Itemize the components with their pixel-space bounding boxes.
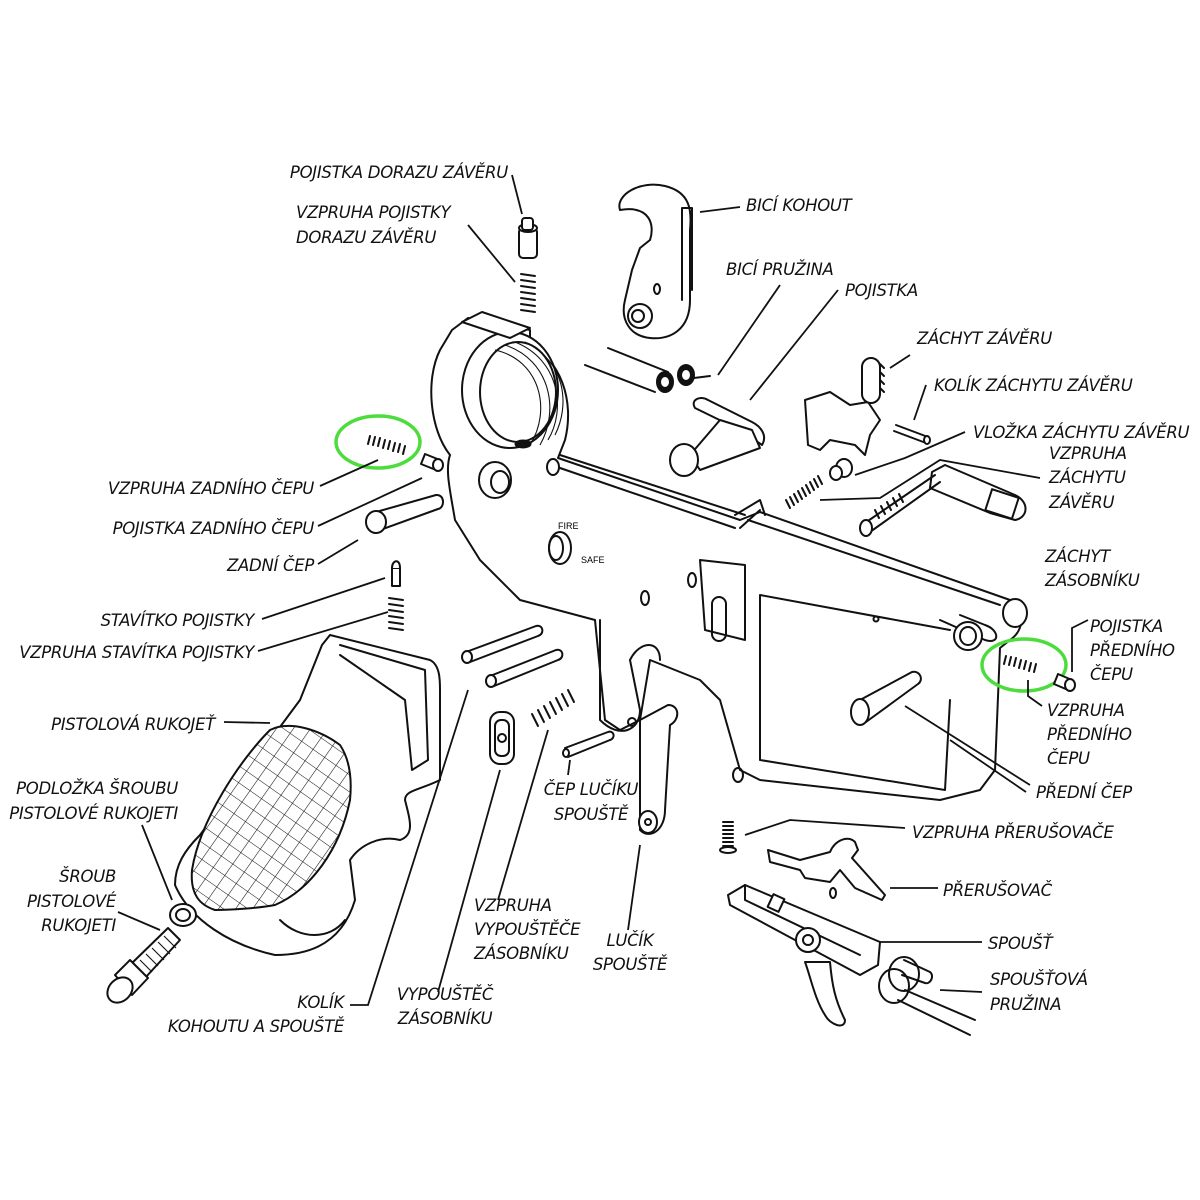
label-bolt-catch-spring-2: ZÁCHYTU: [1049, 468, 1126, 487]
magazine-release-spring: [531, 689, 575, 727]
label-magazine-catch-2: ZÁSOBNÍKU: [1045, 571, 1140, 590]
grip-screw: [106, 927, 181, 1004]
label-rear-takedown-detent: POJISTKA ZADNÍHO ČEPU: [112, 519, 315, 538]
label-front-pivot-detent-2: PŘEDNÍHO: [1090, 641, 1175, 660]
trigger-guard-pin: [562, 730, 615, 758]
bolt-catch-spring: [785, 475, 823, 509]
label-grip-screw-2: PISTOLOVÉ: [26, 892, 116, 911]
lower-receiver: [430, 311, 1028, 801]
label-front-pivot-detent-3: ČEPU: [1090, 665, 1133, 684]
label-selector-detent-spring: VZPRUHA STAVÍTKA POJISTKY: [19, 643, 254, 662]
label-mag-release-2: ZÁSOBNÍKU: [397, 1009, 493, 1028]
label-grip-screw-3: RUKOJETI: [41, 916, 116, 935]
safety-selector: [669, 397, 766, 477]
label-grip-screw-1: ŠROUB: [59, 867, 116, 886]
label-trigger-guard-pin-1: ČEP LUČÍKU: [543, 780, 639, 799]
label-front-pivot-detent-1: POJISTKA: [1090, 617, 1163, 636]
label-bolt-catch-spring-3: ZÁVĚRU: [1049, 493, 1115, 512]
label-pistol-grip: PISTOLOVÁ RUKOJEŤ: [51, 715, 215, 734]
magazine-catch: [859, 464, 1027, 537]
selector-detent: [391, 560, 401, 587]
label-front-pivot-spring-3: ČEPU: [1047, 749, 1090, 768]
label-bolt-catch-plunger-spring-1: VZPRUHA POJISTKY: [296, 203, 451, 222]
label-bolt-catch-plunger-spring-2: DORAZU ZÁVĚRU: [296, 228, 437, 247]
hammer: [618, 183, 693, 340]
disconnector: [767, 837, 886, 901]
label-trigger: SPOUŠŤ: [988, 934, 1053, 953]
trigger-guard: [638, 704, 679, 835]
label-mag-release-spring-2: VYPOUŠTĚČE: [474, 920, 581, 939]
label-safety-selector: POJISTKA: [845, 281, 918, 300]
leader-lines: [117, 174, 1089, 1006]
disconnector-spring: [719, 821, 737, 854]
label-mag-release-1: VYPOUŠTĚČ: [396, 985, 494, 1004]
label-hammer-trigger-pin-1: KOLÍK: [297, 993, 344, 1012]
highlight-rear-spring: [334, 414, 422, 470]
label-trigger-guard-1: LUČÍK: [606, 931, 654, 950]
front-pivot-pin: [850, 670, 922, 726]
label-selector-detent: STAVÍTKO POJISTKY: [100, 611, 255, 630]
trigger-spring: [878, 956, 976, 1036]
bolt-catch-plunger-spring: [520, 273, 536, 313]
front-pivot-detent-spring: [1003, 655, 1037, 673]
label-front-pivot-spring-1: VZPRUHA: [1047, 701, 1125, 720]
label-grip-screw-washer-2: PISTOLOVÉ RUKOJETI: [9, 804, 178, 823]
rear-takedown-pin: [365, 494, 444, 534]
bolt-catch-plunger: [518, 217, 538, 259]
label-rear-takedown-pin: ZADNÍ ČEP: [227, 556, 314, 575]
front-pivot-detent: [1053, 673, 1076, 692]
label-trigger-spring-1: SPOUŠŤOVÁ: [990, 970, 1088, 989]
label-bolt-catch-buffer: VLOŽKA ZÁCHYTU ZÁVĚRU: [973, 423, 1190, 442]
label-mag-release-spring-1: VZPRUHA: [474, 896, 552, 915]
label-bolt-catch-plunger: POJISTKA DORAZU ZÁVĚRU: [289, 163, 508, 182]
label-trigger-guard-pin-2: SPOUŠTĚ: [553, 805, 629, 824]
label-trigger-spring-2: PRUŽINA: [990, 995, 1062, 1014]
fire-marking: FIRE: [558, 521, 579, 531]
label-hammer-trigger-pin-2: KOHOUTU A SPOUŠTĚ: [167, 1017, 344, 1036]
label-bolt-catch-roll-pin: KOLÍK ZÁCHYTU ZÁVĚRU: [934, 376, 1133, 395]
rear-takedown-detent-spring: [367, 435, 406, 455]
hammer-trigger-pins: [461, 624, 564, 688]
magazine-release: [489, 711, 515, 765]
pistol-grip: [174, 634, 441, 956]
label-bolt-catch: ZÁCHYT ZÁVĚRU: [917, 329, 1053, 348]
highlight-front-spring: [980, 637, 1068, 693]
label-disconnector-spring: VZPRUHA PŘERUŠOVAČE: [912, 823, 1114, 842]
label-bolt-catch-spring-1: VZPRUHA: [1049, 444, 1127, 463]
selector-detent-spring: [388, 597, 404, 631]
rear-takedown-detent: [420, 453, 444, 472]
safe-marking: SAFE: [581, 555, 605, 565]
label-mag-release-spring-3: ZÁSOBNÍKU: [474, 944, 569, 963]
bolt-catch-plunger-part: [829, 458, 853, 481]
bolt-catch: [804, 357, 885, 456]
label-hammer: BICÍ KOHOUT: [746, 196, 852, 215]
bolt-catch-roll-pin: [893, 424, 931, 445]
label-grip-screw-washer-1: PODLOŽKA ŠROUBU: [16, 779, 178, 798]
label-front-pivot-spring-2: PŘEDNÍHO: [1047, 725, 1132, 744]
trigger: [727, 884, 881, 1027]
label-magazine-catch-1: ZÁCHYT: [1045, 547, 1110, 566]
hammer-spring: [584, 347, 711, 393]
label-front-pivot-pin: PŘEDNÍ ČEP: [1036, 783, 1132, 802]
grip-screw-washer: [169, 903, 197, 927]
label-rear-takedown-spring: VZPRUHA ZADNÍHO ČEPU: [107, 479, 314, 498]
label-disconnector: PŘERUŠOVAČ: [943, 881, 1052, 900]
label-trigger-guard-2: SPOUŠTĚ: [592, 955, 668, 974]
label-hammer-spring: BICÍ PRUŽINA: [726, 260, 834, 279]
